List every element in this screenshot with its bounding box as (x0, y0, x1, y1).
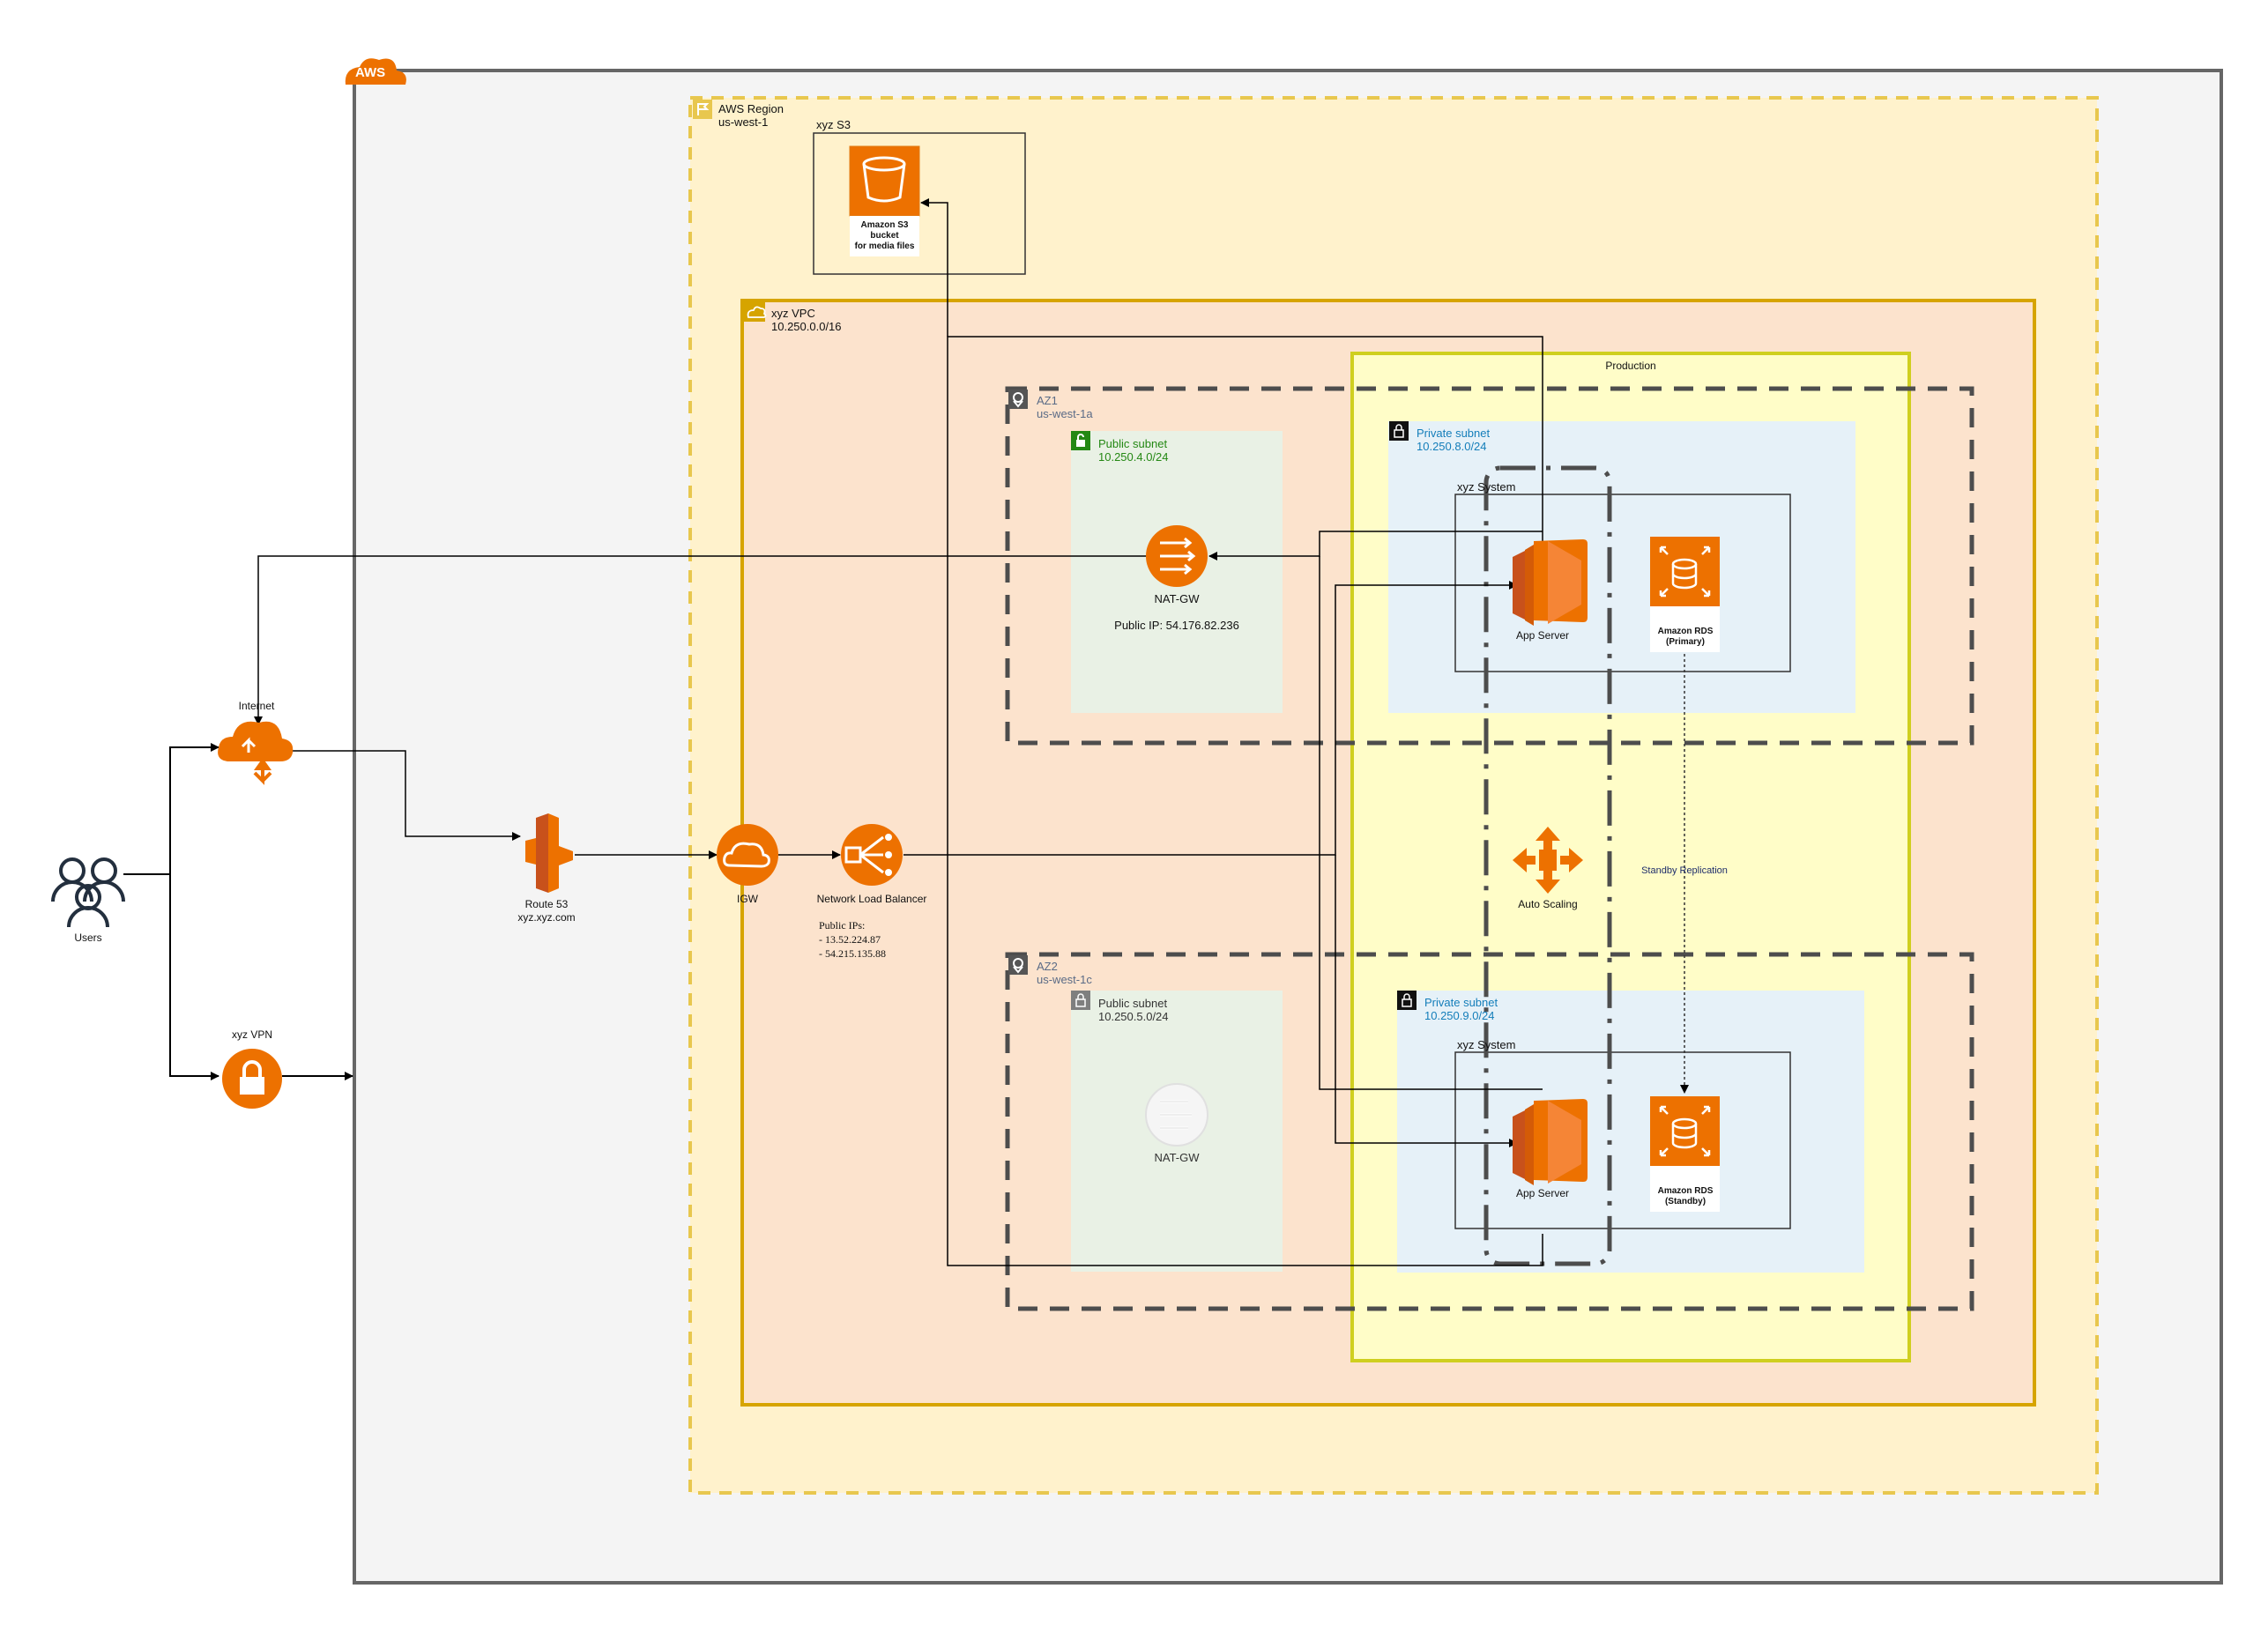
vpc-cidr: 10.250.0.0/16 (771, 320, 842, 333)
nat-gw-2-label: NAT-GW (1154, 1151, 1200, 1164)
vpc-cloud-icon (744, 302, 767, 322)
app-server-2-label: App Server (1515, 1187, 1570, 1199)
region-title: AWS Region (718, 102, 784, 115)
nlb-ips-title: Public IPs: (819, 919, 866, 932)
production-title: Production (1605, 360, 1656, 372)
aws-cloud-icon (345, 58, 406, 85)
az2-pin-icon (1008, 955, 1028, 975)
public-subnet-2-lock-icon (1071, 991, 1090, 1010)
edge-to-s3 (920, 198, 948, 337)
private-subnet-1-cidr: 10.250.8.0/24 (1417, 440, 1487, 453)
public-subnet-1-title: Public subnet (1098, 437, 1168, 450)
s3-bucket-icon (849, 145, 920, 256)
s3-label-line1: Amazon S3 (860, 220, 909, 230)
s3-label-line2: bucket (870, 231, 899, 241)
s3-label-line3: for media files (854, 241, 915, 251)
standby-replication-label: Standby Replication (1641, 865, 1728, 876)
route53-domain: xyz.xyz.com (517, 911, 576, 924)
users-icon (51, 857, 125, 928)
app-server-1-icon (1513, 539, 1588, 626)
xyz-system-2[interactable] (1454, 1051, 1791, 1229)
az1-title: AZ1 (1037, 394, 1058, 407)
vpn-lock-icon (222, 1049, 282, 1109)
edge-app-s3 (947, 336, 1543, 1266)
edge-internet-route53 (293, 750, 521, 841)
rds-primary-line2: (Primary) (1666, 637, 1705, 647)
igw-icon (717, 824, 778, 886)
private-subnet-1-lock-icon (1389, 421, 1409, 441)
xyz-system-1-title: xyz System (1457, 480, 1516, 494)
private-subnet-2-title: Private subnet (1424, 996, 1498, 1009)
nat-gateway-1-icon (1146, 525, 1208, 587)
edge-app2-nat (1319, 556, 1543, 1090)
nlb-label: Network Load Balancer (816, 893, 927, 905)
public-subnet-2-title: Public subnet (1098, 997, 1168, 1010)
az1-pin-icon (1008, 390, 1028, 409)
rds-standby-line1: Amazon RDS (1657, 1186, 1714, 1196)
az2-zone: us-west-1c (1037, 973, 1092, 986)
auto-scaling-group[interactable] (1483, 465, 1612, 1266)
region-subtitle: us-west-1 (718, 115, 769, 129)
edge-nlb-app2 (1335, 855, 1518, 1147)
app-server-1-label: App Server (1515, 629, 1570, 642)
az1-group[interactable] (1005, 386, 1974, 746)
nlb-ip-2: - 54.215.135.88 (819, 947, 886, 960)
edge-users-internet (123, 743, 219, 875)
rds-standby-icon (1650, 1096, 1720, 1212)
vpn-label: xyz VPN (231, 1028, 272, 1041)
route53-icon (525, 813, 573, 893)
internet-cloud-icon (218, 721, 294, 785)
vpc-title: xyz VPC (771, 307, 815, 320)
public-subnet-1-lock-icon (1071, 431, 1090, 450)
xyz-system-1[interactable] (1454, 494, 1791, 672)
rds-primary-line1: Amazon RDS (1657, 627, 1714, 636)
aws-badge: AWS (355, 65, 386, 80)
nlb-ip-1: - 13.52.224.87 (819, 933, 881, 946)
public-subnet-2-cidr: 10.250.5.0/24 (1098, 1010, 1169, 1023)
nat-gateway-2-icon (1145, 1083, 1208, 1147)
rds-standby-line2: (Standby) (1664, 1197, 1707, 1206)
xyz-system-2-title: xyz System (1457, 1038, 1516, 1051)
route53-label: Route 53 (524, 898, 569, 910)
app-server-2-icon (1513, 1099, 1588, 1185)
az2-group[interactable] (1005, 952, 1974, 1311)
private-subnet-1-title: Private subnet (1417, 427, 1491, 440)
private-subnet-2-lock-icon (1397, 991, 1417, 1010)
rds-primary-icon (1650, 537, 1720, 652)
users-label: Users (74, 932, 102, 944)
nat-gw-1-public-ip: Public IP: 54.176.82.236 (1114, 619, 1239, 632)
region-flag-icon (693, 100, 712, 119)
public-subnet-1-cidr: 10.250.4.0/24 (1098, 450, 1169, 464)
s3-group[interactable] (813, 132, 1026, 275)
private-subnet-1[interactable] (1388, 421, 1855, 713)
edge-app-nat (1208, 531, 1543, 560)
private-subnet-2-cidr: 10.250.9.0/24 (1424, 1009, 1495, 1022)
az2-title: AZ2 (1037, 960, 1058, 973)
igw-label: IGW (737, 893, 758, 905)
edge-nlb-app1 (903, 581, 1518, 856)
auto-scaling-label: Auto Scaling (1518, 898, 1578, 910)
auto-scaling-icon (1513, 827, 1583, 894)
nat-gw-1-label: NAT-GW (1154, 592, 1200, 605)
edge-nat-internet (254, 555, 1177, 725)
network-load-balancer-icon (841, 824, 903, 886)
az1-zone: us-west-1a (1037, 407, 1093, 420)
s3-group-title: xyz S3 (816, 118, 851, 131)
private-subnet-2[interactable] (1397, 991, 1864, 1273)
edge-users-vpn (123, 873, 219, 1080)
internet-label: Internet (238, 700, 275, 712)
